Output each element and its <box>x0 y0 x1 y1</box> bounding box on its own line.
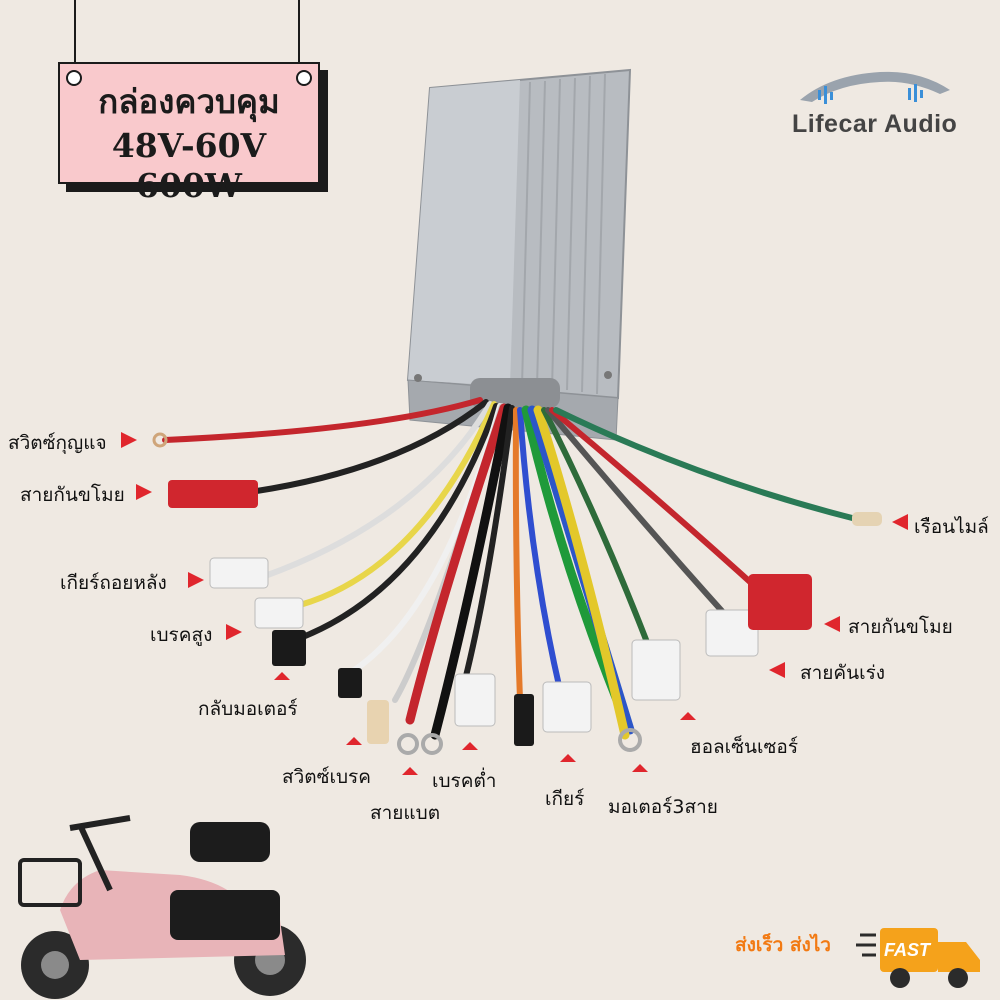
controller-box <box>406 68 632 441</box>
label-brake-switch: สวิตซ์เบรค <box>282 766 371 788</box>
brand-logo: Lifecar Audio <box>792 110 958 138</box>
label-antitheft-right: สายกันขโมย <box>848 616 953 638</box>
promo-text: ส่งเร็ว ส่งไว <box>735 934 831 956</box>
arrow-markers <box>121 432 908 775</box>
label-gear: เกียร์ <box>545 788 585 810</box>
fast-badge: FAST <box>884 940 932 960</box>
label-motor-reverse: กลับมอเตอร์ <box>198 698 298 720</box>
car-logo-icon <box>800 71 950 104</box>
tricycle-illustration <box>18 815 306 999</box>
sign-pin-left <box>66 70 82 86</box>
wire-bundle <box>162 397 863 740</box>
fast-truck-icon: FAST <box>856 928 980 988</box>
sign-string-left <box>74 0 76 70</box>
label-low-brake: เบรคต่ำ <box>432 770 497 792</box>
connectors <box>152 432 882 755</box>
sign-spec: 48V-60V 600W <box>111 126 267 205</box>
label-battery: สายแบต <box>370 802 441 824</box>
label-antitheft-left: สายกันขโมย <box>20 484 125 506</box>
label-hall-sensor: ฮอลเซ็นเซอร์ <box>690 736 799 758</box>
sign-string-right <box>298 0 300 70</box>
label-ignition: สวิตซ์กุญแจ <box>8 432 107 454</box>
label-motor-3-wire: มอเตอร์3สาย <box>608 796 718 818</box>
product-title-sign: กล่องควบคุม 48V-60V 600W <box>58 62 320 205</box>
sign-pin-right <box>296 70 312 86</box>
label-throttle: สายคันเร่ง <box>800 662 886 684</box>
label-reverse-gear: เกียร์ถอยหลัง <box>60 572 167 594</box>
sign-title: กล่องควบคุม <box>98 82 280 121</box>
label-high-brake: เบรคสูง <box>150 624 213 646</box>
label-mileage: เรือนไมล์ <box>914 516 989 538</box>
